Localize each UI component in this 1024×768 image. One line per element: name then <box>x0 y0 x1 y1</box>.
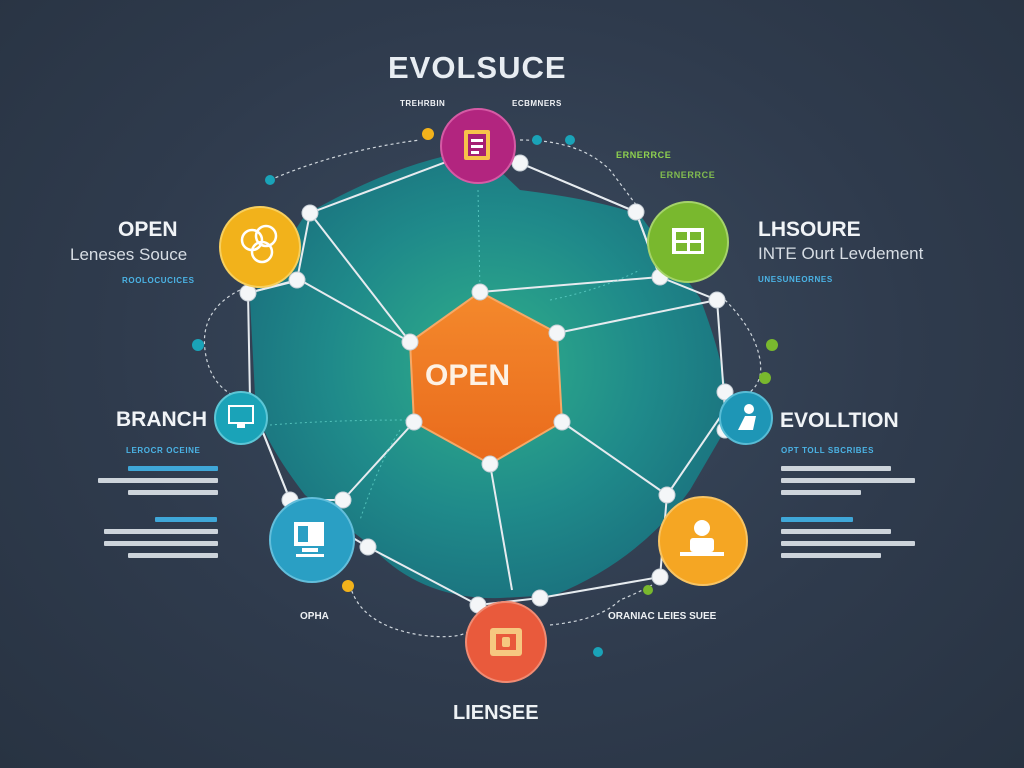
bottom-title: LIENSEE <box>453 702 539 724</box>
green-small-label-2: ERNERRCE <box>660 170 716 180</box>
computer-icon <box>294 522 324 557</box>
left-top-subtitle: Leneses Souce <box>70 245 188 264</box>
node-top[interactable] <box>440 108 516 184</box>
right-top-caption: UNESUNEORNES <box>758 275 833 284</box>
person-icon <box>738 404 756 430</box>
bottom-left-small-label: OPHA <box>300 611 329 622</box>
right-top-heading: LHSOURE <box>758 218 861 241</box>
windows-icon <box>672 228 704 254</box>
left-top-caption: ROOLOCUCICES <box>122 276 195 285</box>
inner-dashed-links <box>269 189 641 521</box>
left-mid-heading: BRANCH <box>116 408 207 431</box>
top-right-small-label: ECBMNERS <box>512 99 562 108</box>
node-right-bottom[interactable] <box>658 496 748 586</box>
node-right-mid[interactable] <box>719 391 773 445</box>
page-title: EVOLSUCE <box>388 50 567 85</box>
node-bottom[interactable] <box>465 601 547 683</box>
right-mid-heading: EVOLLTION <box>780 409 899 432</box>
monitor-icon <box>228 405 254 428</box>
node-left-bottom[interactable] <box>269 497 355 583</box>
document-icon <box>464 130 490 160</box>
top-left-small-label: TREHRBIN <box>400 99 446 108</box>
briefcase-icon <box>490 628 522 656</box>
right-top-subtitle: INTE Ourt Levdement <box>758 244 924 263</box>
people-icon <box>240 224 278 264</box>
user-desk-icon <box>680 520 724 556</box>
right-mid-caption: OPT TOLL SBCRIBES <box>781 446 875 455</box>
left-top-heading: OPEN <box>118 218 178 241</box>
center-label: OPEN <box>425 359 511 392</box>
node-right-top[interactable] <box>647 201 729 283</box>
node-left-mid[interactable] <box>214 391 268 445</box>
bottom-right-small-label: ORANIAC LEIES SUEE <box>608 611 717 622</box>
node-left-top[interactable] <box>219 206 301 288</box>
green-small-label: ERNERRCE <box>616 150 672 160</box>
accent-dots <box>192 128 778 657</box>
left-mid-caption: LEROCR OCEINE <box>126 446 201 455</box>
